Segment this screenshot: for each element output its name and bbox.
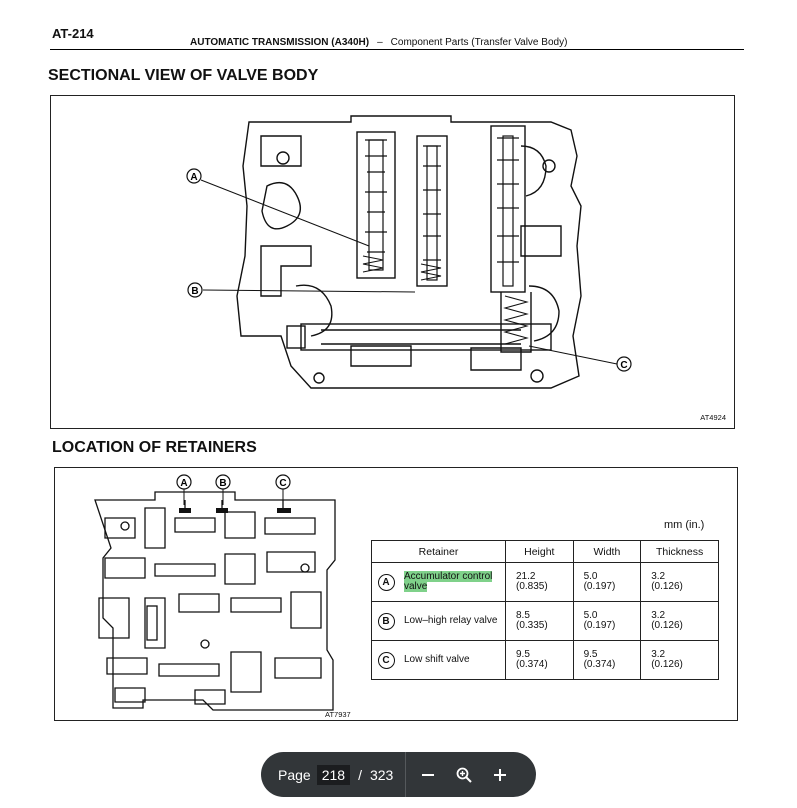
units-label: mm (in.): [664, 519, 705, 531]
page-number-label: AT-214: [52, 26, 94, 41]
header-separator: –: [377, 37, 383, 48]
section-title-sectional-view: SECTIONAL VIEW OF VALVE BODY: [48, 67, 319, 84]
col-header-width: Width: [572, 540, 642, 563]
zoom-in-button[interactable]: [486, 761, 514, 789]
thickness-mm: 3.2: [651, 648, 666, 660]
retainer-mark-icon: A: [377, 573, 395, 591]
page-label: Page: [278, 766, 311, 783]
callout-b-icon: B: [187, 282, 203, 298]
callout-c-icon: C: [616, 356, 632, 372]
thickness-in: (0.126): [651, 581, 683, 592]
pdf-viewer-toolbar: Page 218 / 323: [261, 752, 536, 797]
zoom-out-button[interactable]: [414, 761, 442, 789]
retainer-name: Accumulator control valve: [404, 570, 493, 592]
figure-code-retainers: AT7937: [325, 710, 351, 719]
width-in: (0.197): [583, 620, 616, 631]
svg-text:B: B: [191, 286, 198, 297]
toolbar-divider: [405, 752, 407, 797]
svg-text:A: A: [190, 172, 197, 183]
retainer-name: Low shift valve: [400, 640, 506, 680]
thickness-mm: 3.2: [651, 570, 666, 582]
callout-a-icon: A: [176, 474, 192, 490]
current-page-input[interactable]: 218: [316, 764, 351, 785]
figure-frame-sectional-view: A B C AT4924: [50, 95, 735, 429]
height-mm: 9.5: [516, 648, 530, 660]
retainer-name: Low–high relay valve: [400, 601, 506, 641]
callout-c-icon: C: [275, 474, 291, 490]
col-header-thickness: Thickness: [640, 540, 719, 563]
width-mm: 5.0: [583, 570, 598, 582]
retainer-location-drawing: A B C: [94, 474, 336, 711]
col-header-height: Height: [505, 540, 574, 563]
table-row: A Accumulator control valve 21.2(0.835) …: [371, 562, 719, 602]
thickness-in: (0.126): [651, 620, 683, 631]
page-separator: /: [358, 766, 362, 783]
table-row: C Low shift valve 9.5(0.374) 9.5(0.374) …: [371, 640, 719, 680]
plus-icon: [494, 768, 507, 781]
figure-code-sectional: AT4924: [700, 413, 726, 422]
header-title: AUTOMATIC TRANSMISSION (A340H): [190, 37, 370, 48]
header-rule: [50, 49, 744, 50]
width-mm: 5.0: [583, 609, 598, 621]
magnifier-icon: [456, 767, 473, 783]
col-header-retainer: Retainer: [371, 540, 506, 563]
valve-body-sectional-drawing: A B C: [186, 115, 632, 389]
svg-text:C: C: [279, 478, 286, 489]
svg-text:A: A: [180, 478, 187, 489]
zoom-reset-button[interactable]: [450, 761, 478, 789]
section-title-retainers: LOCATION OF RETAINERS: [52, 439, 257, 456]
height-mm: 8.5: [516, 609, 530, 621]
width-in: (0.374): [583, 659, 616, 670]
thickness-mm: 3.2: [651, 609, 666, 621]
callout-b-icon: B: [215, 474, 231, 490]
width-mm: 9.5: [583, 648, 598, 660]
thickness-in: (0.126): [651, 659, 683, 670]
callout-a-icon: A: [186, 168, 202, 184]
retainer-spec-table: Retainer Height Width Thickness A Accumu…: [371, 540, 719, 680]
header-subtitle: Component Parts (Transfer Valve Body): [390, 37, 568, 48]
retainer-mark-icon: C: [377, 651, 395, 669]
width-in: (0.197): [583, 581, 616, 592]
height-in: (0.335): [516, 620, 548, 631]
retainer-mark-icon: B: [377, 612, 395, 630]
svg-text:C: C: [620, 360, 627, 371]
height-mm: 21.2: [516, 570, 536, 582]
table-header-row: Retainer Height Width Thickness: [371, 540, 719, 563]
running-header: AUTOMATIC TRANSMISSION (A340H)–Component…: [190, 37, 567, 48]
svg-text:B: B: [219, 478, 226, 489]
total-pages: 323: [369, 766, 394, 783]
height-in: (0.374): [516, 659, 548, 670]
height-in: (0.835): [516, 581, 548, 592]
table-row: B Low–high relay valve 8.5(0.335) 5.0(0.…: [371, 601, 719, 641]
minus-icon: [422, 773, 435, 776]
